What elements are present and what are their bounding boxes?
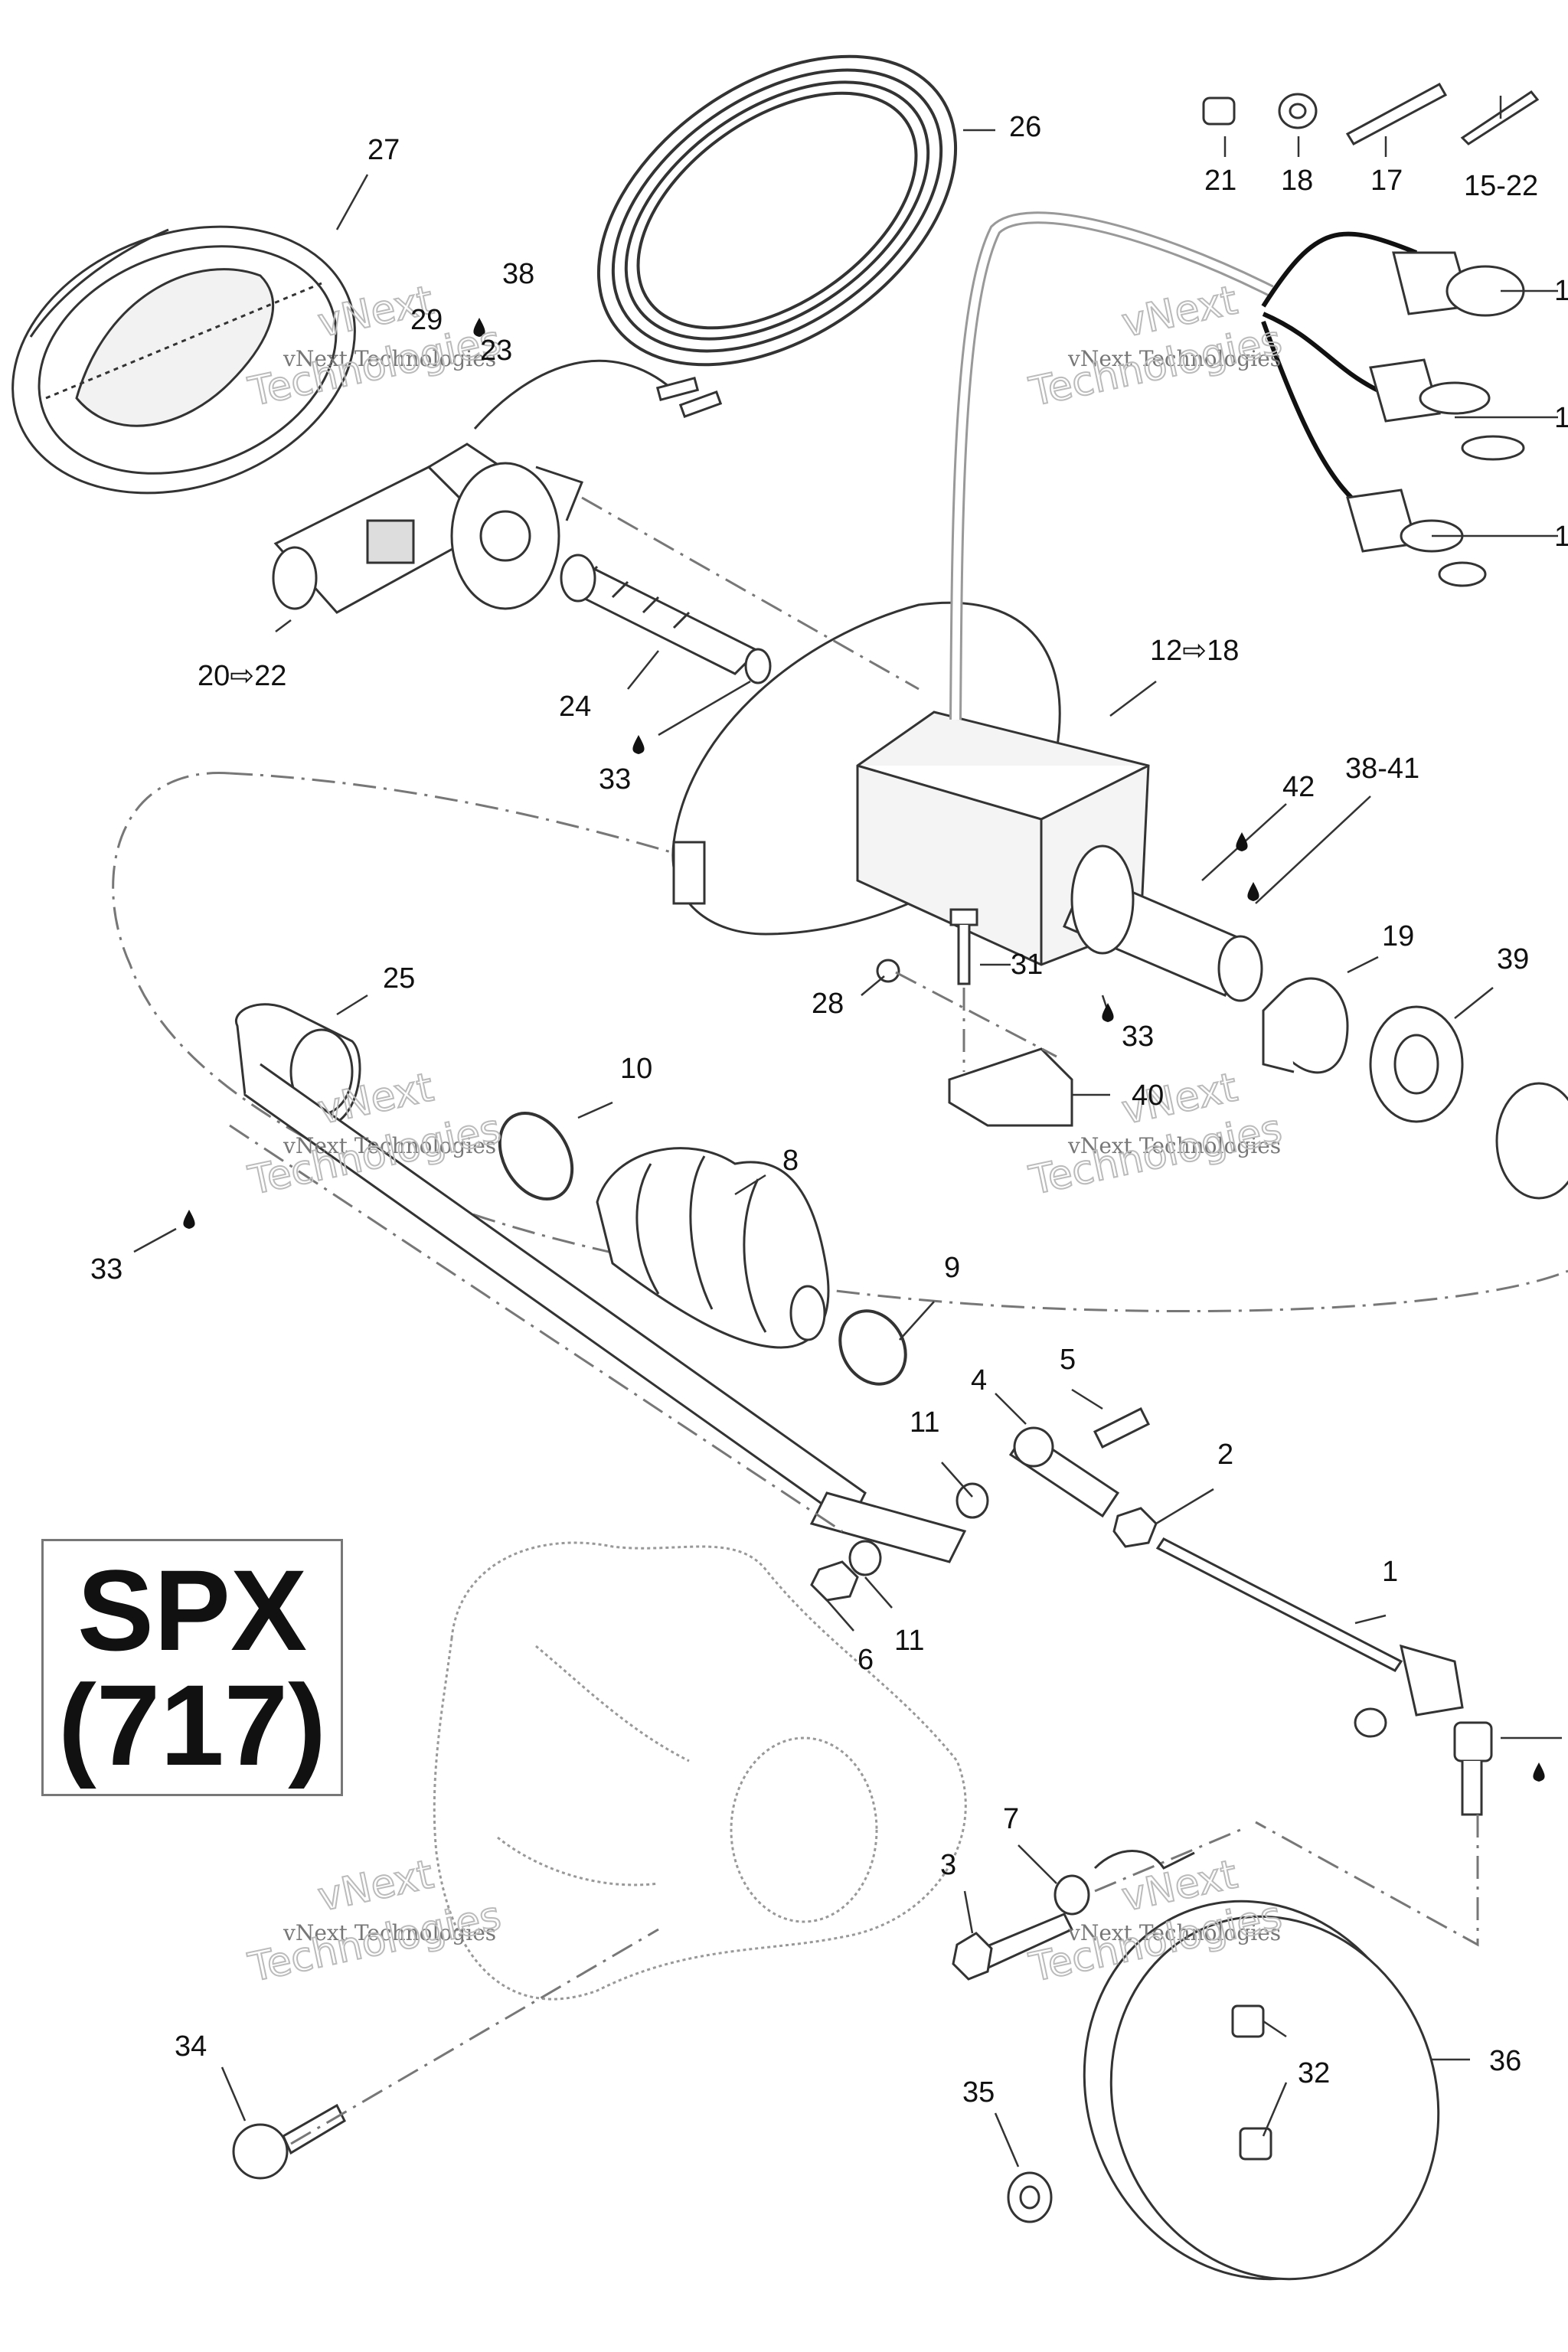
callout-27: 27 (368, 134, 400, 166)
watermark-text: vNext Technologies (283, 346, 496, 371)
watermark-text: vNext Technologies (283, 1920, 496, 1945)
callout-10: 10 (620, 1053, 652, 1085)
callout-11-lower: 11 (894, 1625, 924, 1657)
callout-32: 32 (1298, 2057, 1330, 2089)
callout-5: 5 (1060, 1344, 1076, 1376)
callout-39: 39 (1497, 943, 1529, 975)
linkage-small-parts (810, 1406, 1158, 1602)
pump-body (433, 1541, 967, 2001)
callout-8: 8 (782, 1145, 799, 1177)
callout-38-41: 38-41 (1345, 753, 1419, 785)
watermark-text: vNext Technologies (1067, 1133, 1281, 1158)
part-25-arm (234, 1003, 967, 1563)
part-26-ring (596, 54, 958, 367)
callout-1-rod: 1 (1382, 1556, 1398, 1588)
callout-20-22: 20⇨22 (198, 660, 286, 692)
screw-right (1453, 1721, 1493, 1816)
guide-lines (581, 496, 1479, 1947)
callout-21: 21 (1204, 165, 1236, 197)
callout-1-connector-b: 1 (1554, 402, 1568, 434)
model-label-box: SPX (717) (41, 1539, 343, 1796)
part-27-housing (11, 225, 356, 495)
oil-drop-icons (183, 318, 1545, 1782)
callout-19: 19 (1382, 920, 1414, 952)
watermark-text: vNext Technologies (1067, 1920, 1281, 1945)
part-8-boot (596, 1147, 830, 1349)
callout-15-22: 15-22 (1464, 170, 1538, 202)
shaft-assembly (1063, 844, 1568, 1200)
envelope-outline (112, 772, 1568, 1313)
callout-33-left: 33 (90, 1253, 122, 1285)
callout-1-connector-c: 1 (1554, 521, 1568, 553)
callout-24: 24 (559, 691, 591, 723)
part-1-rod (1155, 1537, 1464, 1738)
callout-25: 25 (383, 962, 415, 995)
callout-33-top: 33 (599, 763, 631, 795)
callout-29: 29 (410, 304, 443, 336)
callout-4: 4 (971, 1364, 987, 1396)
callout-36: 36 (1489, 2045, 1521, 2077)
callout-labels: 27 26 21 18 17 15-22 38 29 23 1 1 1 20⇨2… (90, 111, 1568, 2109)
callout-3: 3 (940, 1849, 956, 1881)
callout-2: 2 (1217, 1439, 1233, 1471)
callout-42: 42 (1282, 771, 1315, 803)
callout-1-connector-a: 1 (1554, 275, 1568, 307)
bracket-40-screw-31 (876, 908, 1073, 1127)
callout-26: 26 (1009, 111, 1041, 143)
callout-18: 18 (1281, 165, 1313, 197)
callout-28: 28 (812, 988, 844, 1020)
model-engine: (717) (57, 1661, 327, 1789)
callout-7: 7 (1003, 1803, 1019, 1835)
callout-31: 31 (1011, 949, 1043, 981)
callout-6: 6 (858, 1644, 874, 1676)
callout-34: 34 (175, 2030, 207, 2063)
part-9-clamp (838, 1309, 907, 1386)
callout-12-18: 12⇨18 (1150, 635, 1239, 667)
motor-wire (473, 359, 675, 430)
part-10-clamp (498, 1111, 574, 1201)
callout-35: 35 (962, 2076, 995, 2109)
connectors (1346, 251, 1525, 587)
small-parts-top-right (1202, 82, 1540, 145)
callout-9: 9 (944, 1252, 960, 1284)
part-36-ring-housing (1083, 1850, 1440, 2281)
callout-33-middle: 33 (1122, 1021, 1154, 1053)
callout-38: 38 (502, 258, 534, 290)
watermark-text: vNext Technologies (1067, 346, 1281, 371)
hardware-lower (232, 1874, 1090, 2223)
watermark-text: vNext Technologies (283, 1133, 496, 1158)
part-24-worm-gear (560, 554, 772, 684)
model-name: SPX (77, 1546, 308, 1674)
callout-17: 17 (1370, 165, 1403, 197)
callout-23: 23 (480, 335, 512, 367)
callout-40: 40 (1132, 1080, 1164, 1112)
callout-11-upper: 11 (910, 1406, 939, 1439)
motor-assembly (272, 443, 583, 614)
